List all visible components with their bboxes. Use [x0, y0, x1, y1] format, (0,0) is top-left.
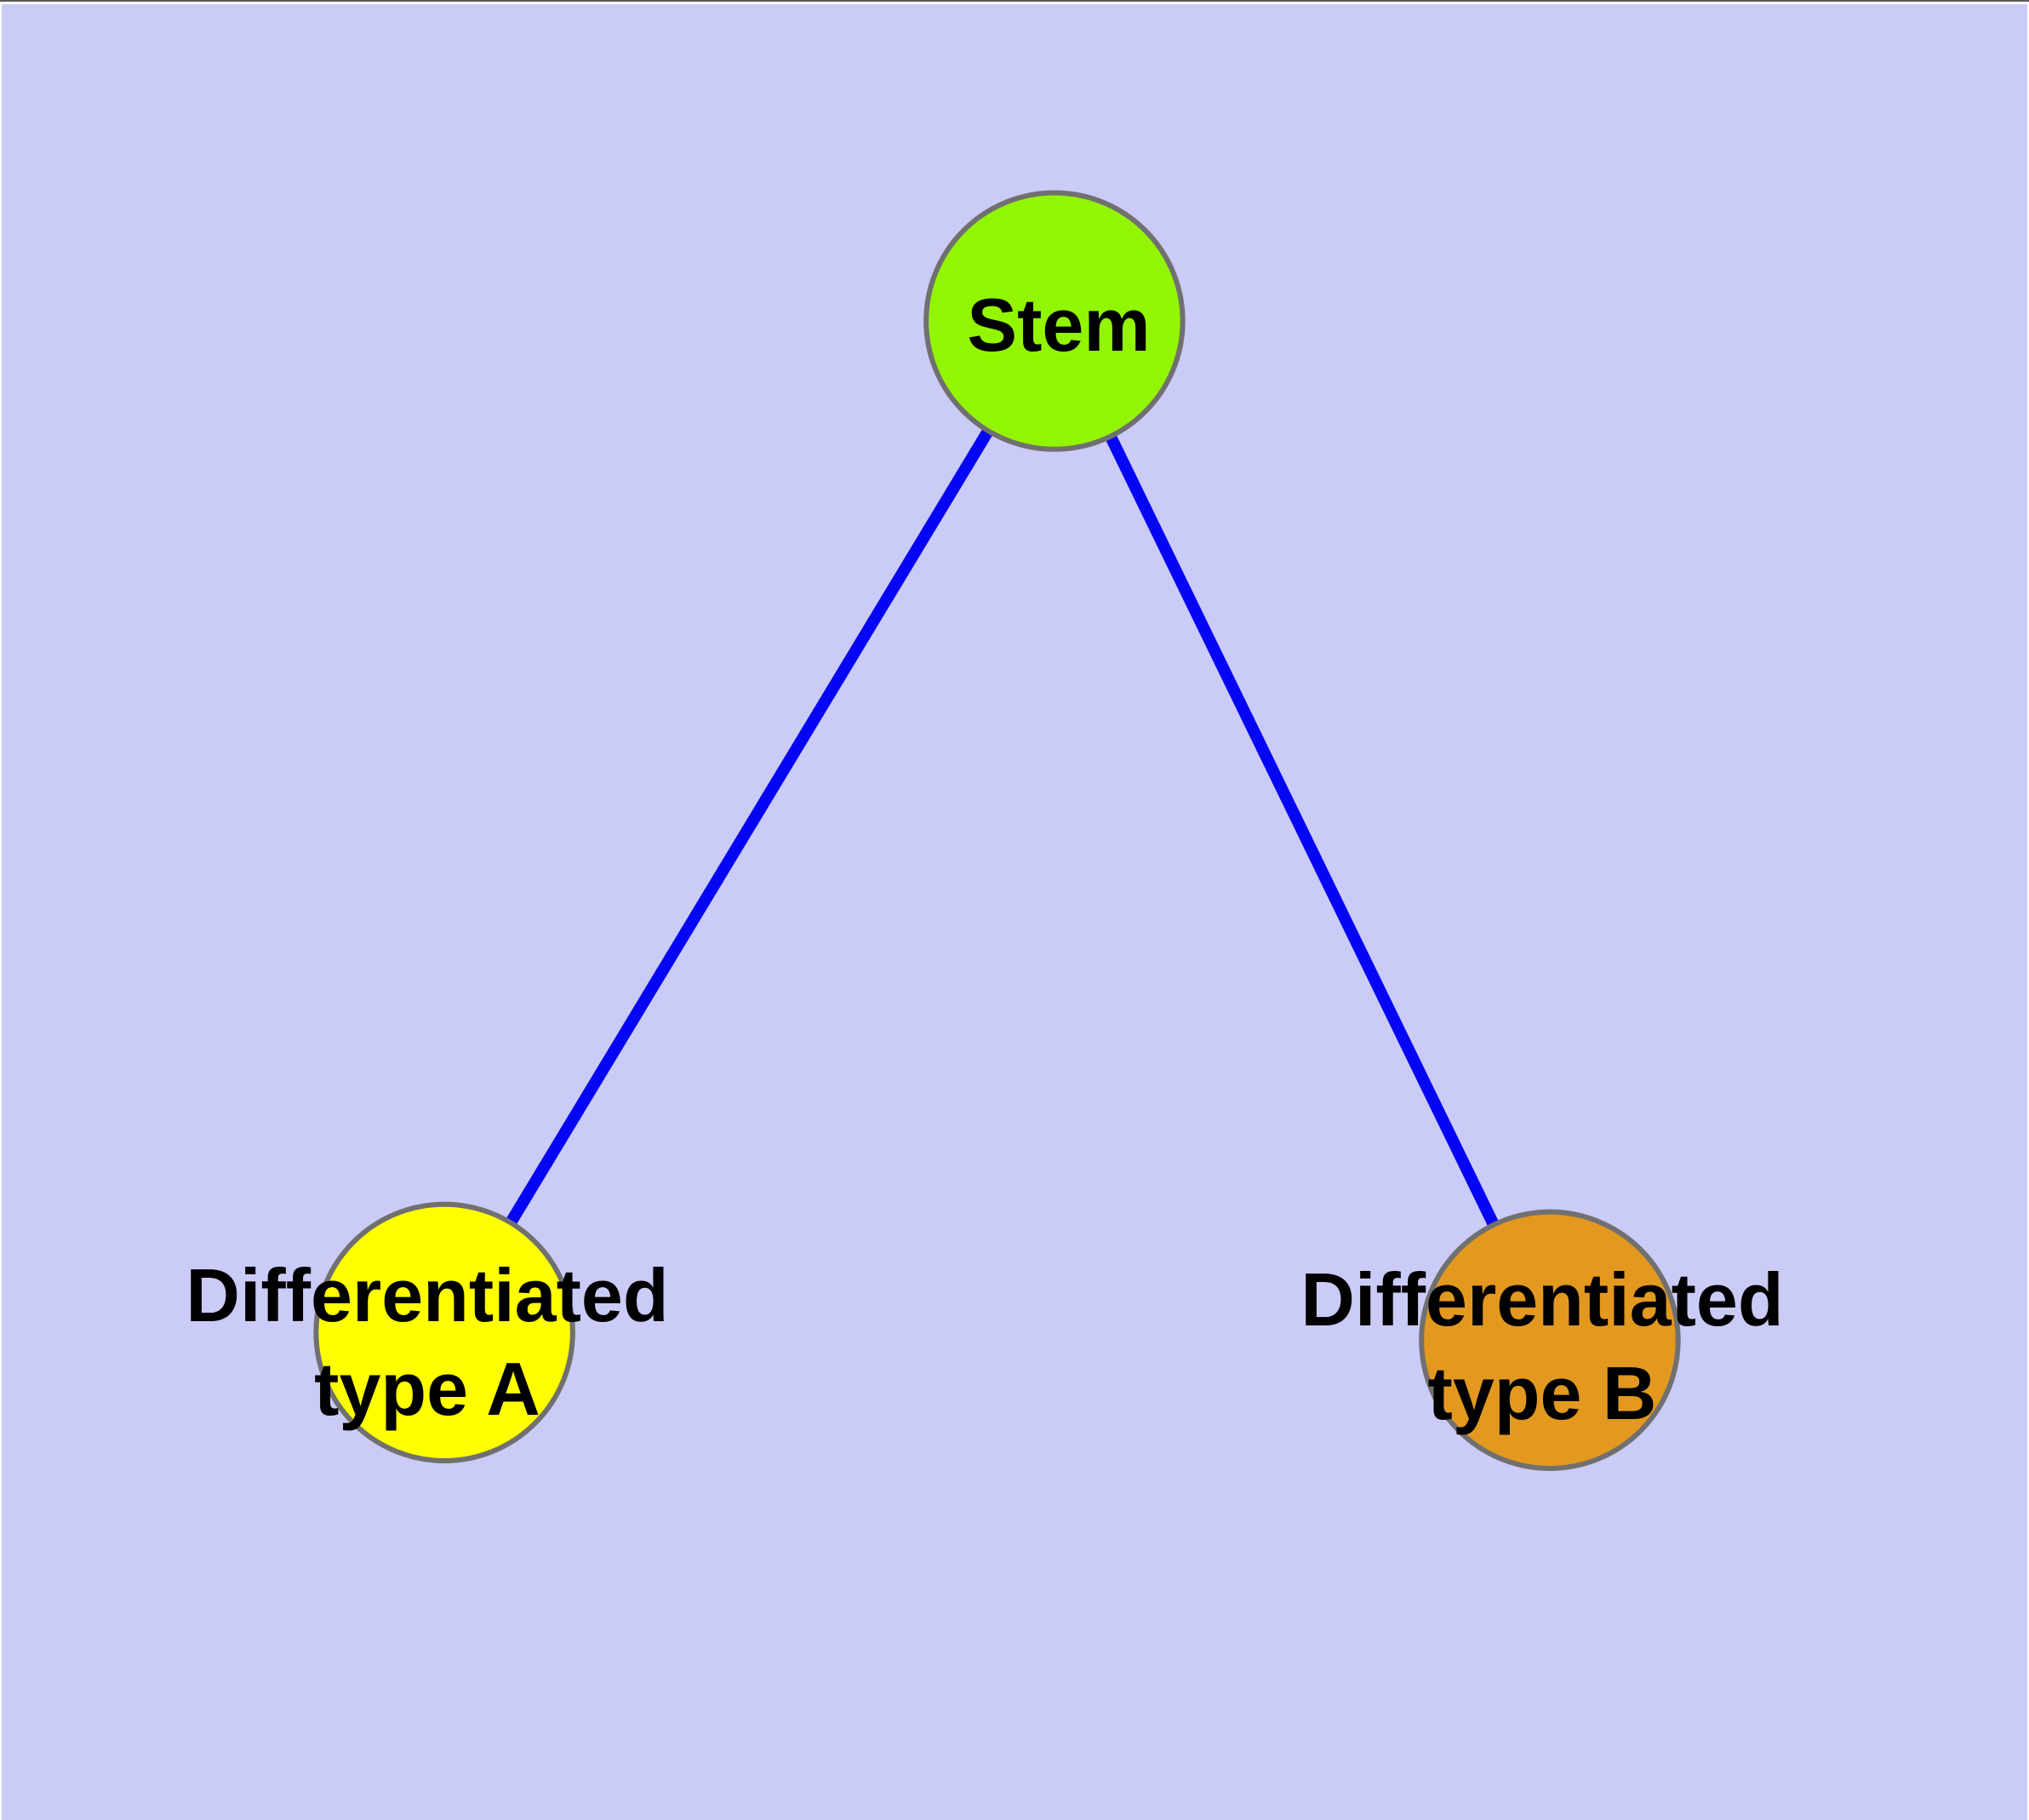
graph-svg: [313, 190, 1681, 1471]
node-diff-a[interactable]: [313, 1201, 575, 1463]
node-stem[interactable]: [923, 190, 1186, 452]
edge-stem-diff-a: [439, 318, 1060, 1336]
node-diff-b[interactable]: [1419, 1209, 1681, 1471]
edge-stem-diff-b: [1049, 318, 1556, 1343]
diagram-background: Stem Differentiated type A Differentiate…: [2, 4, 2027, 1820]
window-top-edge: [0, 0, 2029, 2]
